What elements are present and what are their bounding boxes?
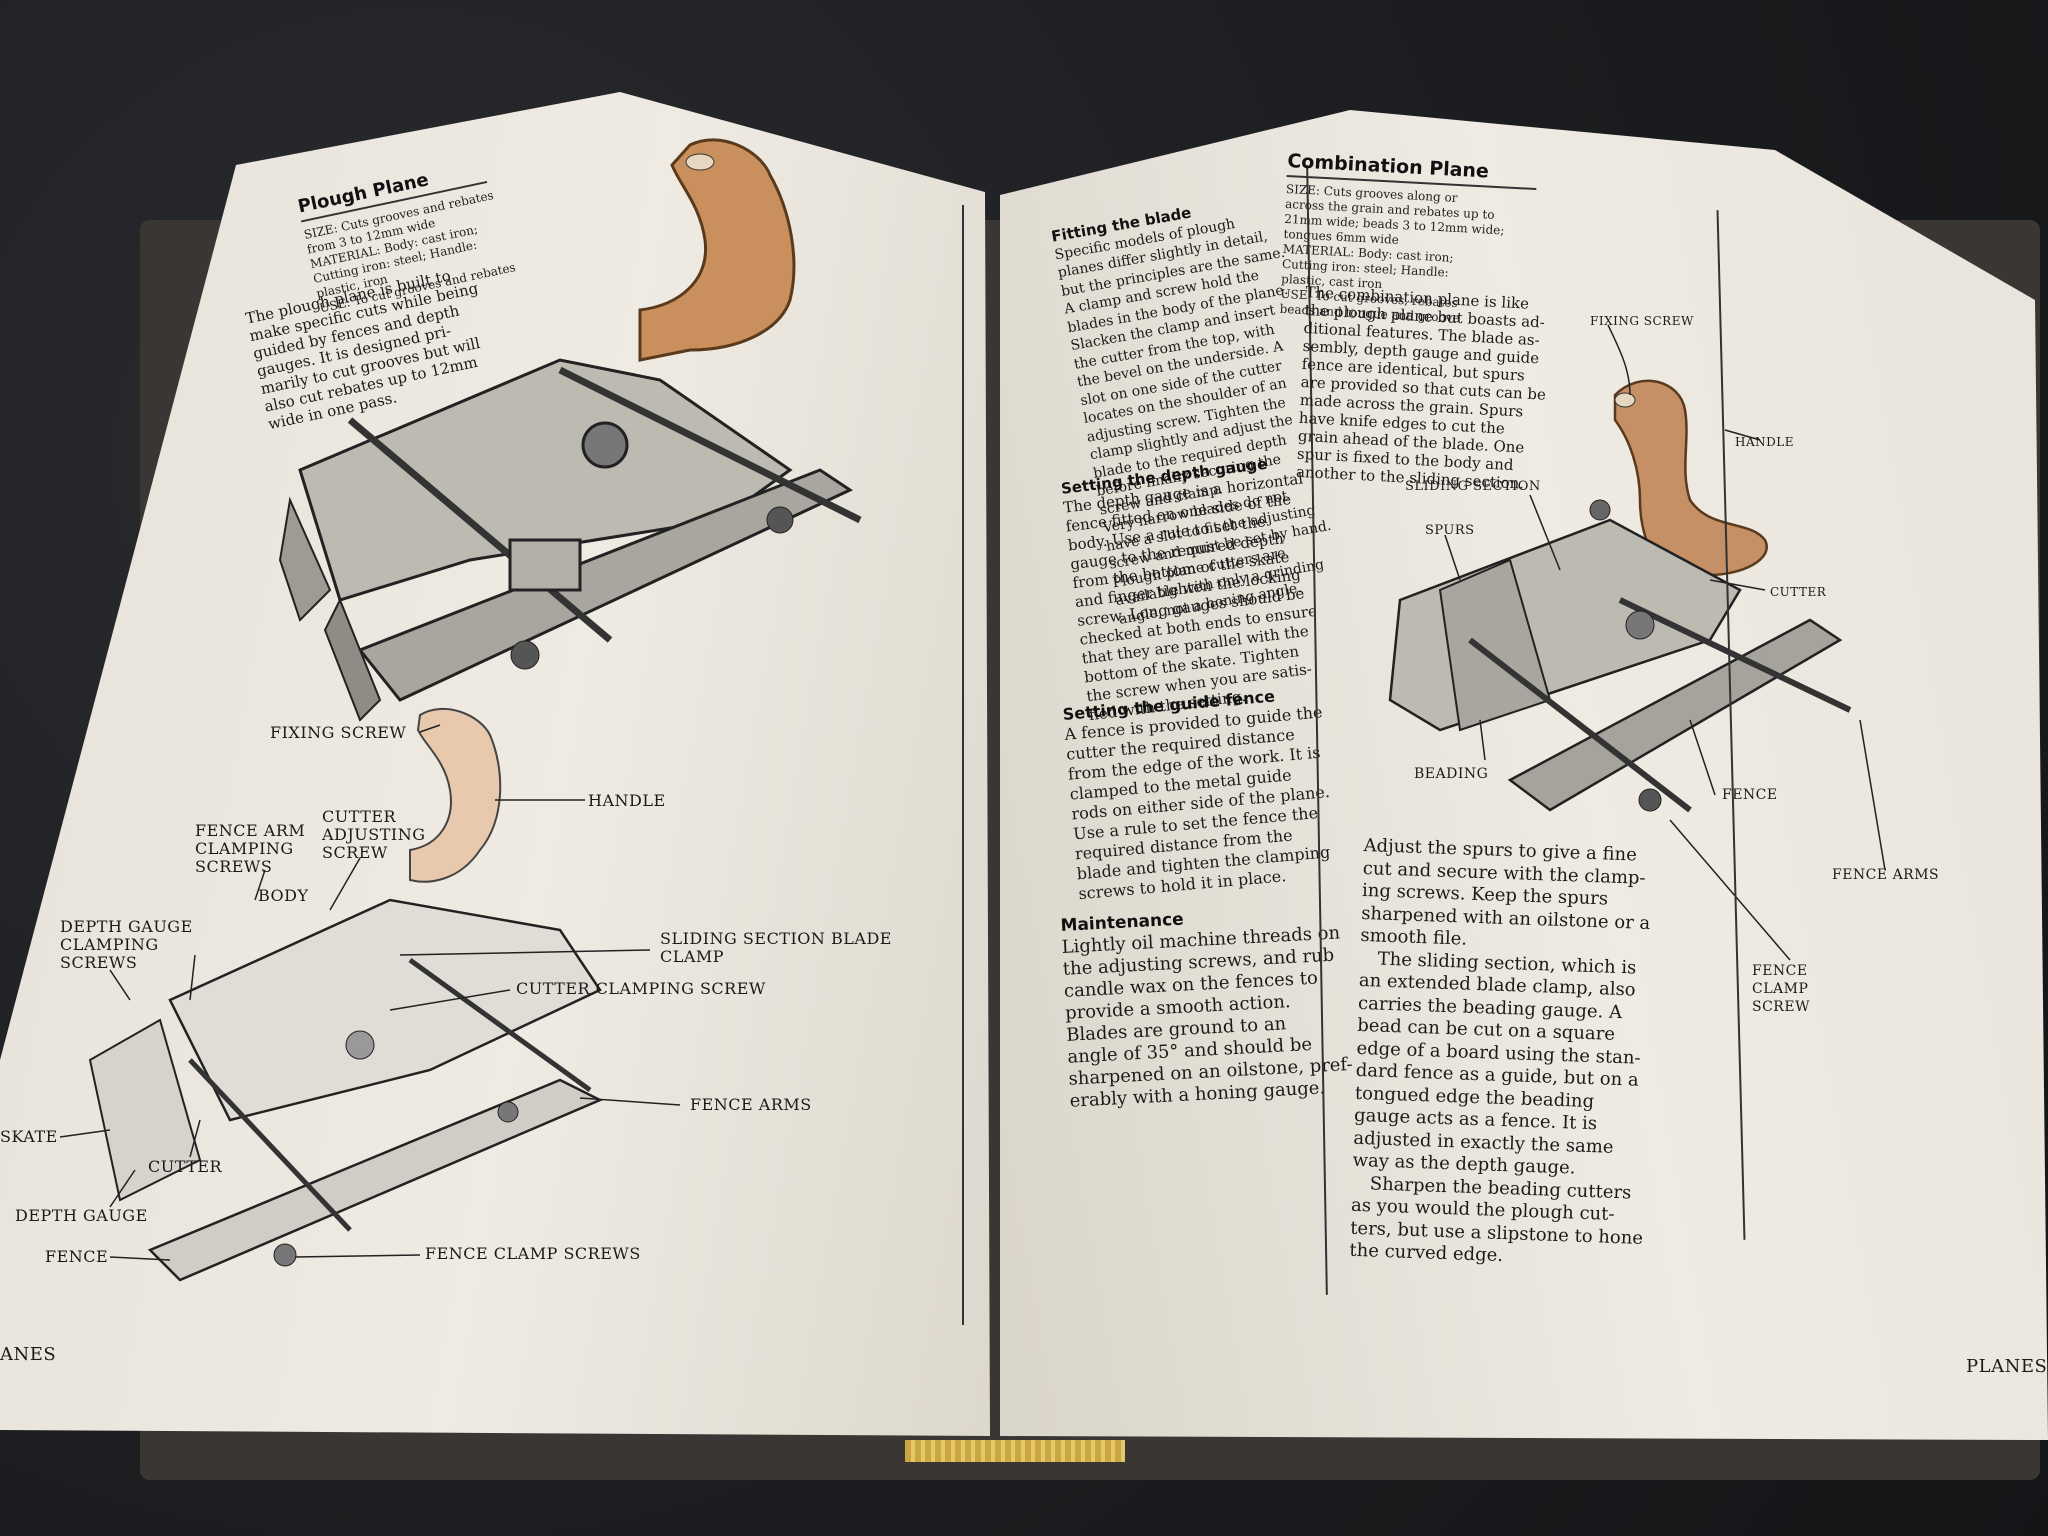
combo-label-sliding-section: SLIDING SECTION [1405, 479, 1541, 494]
label-depth-gauge-clamping-screws: DEPTH GAUGE CLAMPING SCREWS [60, 917, 193, 972]
label-sliding-section-blade-clamp: SLIDING SECTION BLADE CLAMP [660, 929, 892, 966]
label-fence-arm-clamping-screws: FENCE ARM CLAMPING SCREWS [195, 821, 306, 876]
label-fence-arms: FENCE ARMS [690, 1095, 812, 1114]
fence-clamp-screw-exploded [497, 1101, 519, 1123]
fence-arm-rod [347, 417, 613, 643]
combo-fixing-screw-shape [1614, 392, 1636, 408]
label-cutter-adjusting-screw: CUTTER ADJUSTING SCREW [322, 807, 426, 862]
left-column-rule [962, 205, 964, 1325]
combo-label-spurs: SPURS [1425, 523, 1475, 538]
fence-clamp-knob [510, 640, 540, 670]
combo-label-handle: HANDLE [1735, 435, 1794, 449]
combo-label-cutter: CUTTER [1770, 585, 1827, 599]
cutter-clamping-knob-exploded [345, 1030, 375, 1060]
fence-shape [357, 468, 854, 702]
combo-lower-text: Adjust the spurs to give a fine cut and … [1349, 835, 1657, 1272]
handle-exploded-shape [409, 707, 502, 883]
left-footer-running-head: ANES [0, 1344, 57, 1365]
combo-cutter-knob [1589, 499, 1611, 521]
handle-shape [638, 138, 796, 362]
cutter-shape [278, 496, 332, 622]
combo-label-beading: BEADING [1414, 766, 1489, 782]
label-cutter-clamping-screw: CUTTER CLAMPING SCREW [516, 979, 766, 998]
left-page: Plough Plane SIZE: Cuts grooves and reba… [0, 0, 1000, 1536]
fence-clamp-screw-exploded [273, 1243, 297, 1267]
combo-clamp-knob [1625, 610, 1655, 640]
skate-shape [323, 597, 382, 722]
combo-leader-lines [1444, 324, 1886, 961]
leader-lines [59, 724, 681, 1261]
right-page: Fitting the blade Specific models of plo… [990, 0, 2048, 1536]
combo-fence-arm [1618, 597, 1852, 713]
combination-plane-illustration [1388, 324, 1886, 961]
fixing-screw-shape [685, 153, 715, 171]
fence-clamp-knob [766, 506, 794, 534]
label-cutter: CUTTER [148, 1157, 223, 1176]
body-exploded-shape [168, 898, 602, 1122]
fence-arm-rod [558, 366, 862, 524]
plough-plane-illustration [59, 138, 862, 1282]
skate-exploded-shape [88, 1018, 202, 1202]
right-footer-running-head: PLANES [1966, 1356, 2048, 1377]
label-fixing-screw: FIXING SCREW [270, 723, 407, 742]
combo-label-fence-arms: FENCE ARMS [1832, 867, 1940, 883]
label-fence: FENCE [45, 1247, 109, 1266]
label-fence-clamp-screws: FENCE CLAMP SCREWS [425, 1244, 641, 1263]
label-depth-gauge: DEPTH GAUGE [15, 1206, 148, 1225]
combo-fence-arm [1468, 637, 1692, 813]
label-skate: SKATE [0, 1127, 58, 1146]
label-body: BODY [258, 886, 309, 905]
cutter-clamping-knob [581, 421, 629, 469]
combo-handle-shape [1613, 379, 1768, 577]
label-handle: HANDLE [588, 791, 666, 810]
combo-fence-clamp-screw [1638, 788, 1662, 812]
combo-label-fence: FENCE [1722, 787, 1778, 803]
combo-label-fixing-screw: FIXING SCREW [1590, 314, 1694, 328]
fence-clamp-block [508, 538, 582, 592]
fence-arm-exploded [188, 1058, 352, 1232]
bookmark-ribbon [905, 1440, 1125, 1462]
combo-label-fence-clamp-screw: FENCE CLAMP SCREW [1752, 963, 1810, 1015]
fence-arm-exploded [408, 957, 592, 1093]
